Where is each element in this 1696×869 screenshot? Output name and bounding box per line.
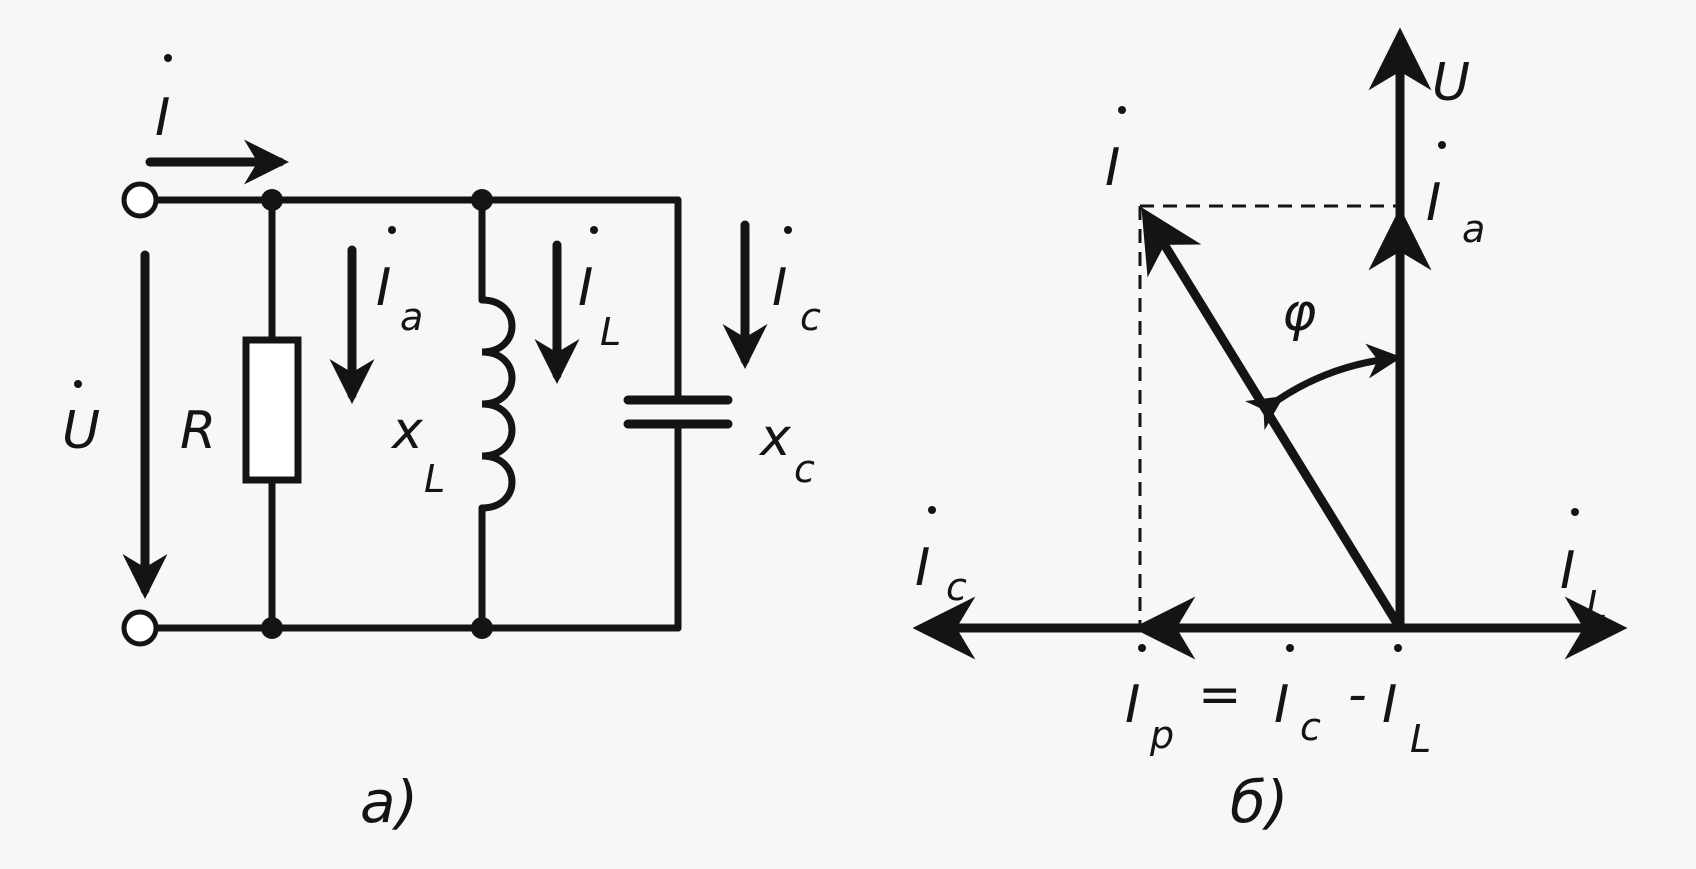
svg-text:L: L: [600, 310, 621, 354]
label-phasor-capacitor-current: I c: [915, 506, 967, 609]
label-total-current: I: [155, 54, 172, 148]
phasor-diagram: U I I a φ I c I L I p = I c: [912, 27, 1628, 836]
svg-text:c: c: [1300, 705, 1321, 749]
svg-text:I: I: [772, 258, 787, 318]
svg-text:I: I: [376, 258, 391, 318]
label-phasor-total-current: I: [1105, 106, 1126, 198]
label-resistor: R: [180, 401, 216, 461]
phasor-dot: [1138, 644, 1146, 652]
phasor-dot: [1118, 106, 1126, 114]
svg-text:a: a: [1462, 207, 1485, 251]
phasor-dot: [590, 226, 598, 234]
phasor-dot: [1394, 644, 1402, 652]
svg-text:a: a: [400, 295, 423, 339]
caption-b: б): [1230, 768, 1288, 836]
label-phasor-voltage: U: [1432, 53, 1470, 113]
phasor-dot: [1438, 141, 1446, 149]
svg-text:I: I: [155, 88, 170, 148]
svg-text:I: I: [1426, 173, 1441, 233]
svg-text:I: I: [1274, 675, 1289, 735]
svg-text:L: L: [424, 457, 445, 501]
svg-text:I: I: [1560, 541, 1575, 601]
svg-text:-: -: [1348, 665, 1367, 725]
phasor-dot: [164, 54, 172, 62]
label-phasor-inductor-current: I L: [1560, 508, 1607, 627]
svg-text:U: U: [62, 401, 100, 461]
svg-text:c: c: [794, 447, 815, 491]
inductor-coil: [478, 296, 516, 512]
svg-text:L: L: [1586, 583, 1607, 627]
phasor-dot: [928, 506, 936, 514]
phasor-dot: [1571, 508, 1579, 516]
phasor-dot: [1286, 644, 1294, 652]
svg-text:c: c: [800, 295, 821, 339]
svg-text:I: I: [1382, 675, 1397, 735]
svg-text:I: I: [1125, 675, 1140, 735]
input-terminal-bottom: [121, 609, 159, 647]
label-phase-angle: φ: [1282, 283, 1316, 343]
label-inductor-reactance: x L: [390, 401, 445, 501]
label-voltage: U: [62, 380, 100, 461]
svg-text:p: p: [1149, 713, 1174, 757]
resistor-symbol: [242, 336, 302, 484]
svg-text:x: x: [390, 401, 424, 461]
svg-text:I: I: [915, 538, 930, 598]
label-capacitor-reactance: x c: [758, 408, 815, 491]
label-phasor-active-current: I a: [1426, 141, 1485, 251]
caption-a: a): [360, 768, 418, 836]
svg-text:I: I: [578, 258, 593, 318]
svg-text:L: L: [1410, 717, 1431, 761]
total-current-phasor: [1141, 207, 1405, 633]
phasor-dot: [388, 226, 396, 234]
circuit-diagram: I U R I a I L I c x L x c a): [62, 54, 821, 836]
phasor-dot: [74, 380, 82, 388]
label-inductor-current: I L: [578, 226, 621, 354]
svg-text:I: I: [1105, 138, 1120, 198]
input-terminal-top: [121, 181, 159, 219]
label-capacitor-current: I c: [772, 226, 821, 339]
phasor-dot: [784, 226, 792, 234]
svg-text:=: =: [1198, 665, 1242, 725]
reactive-current-equation: I p = I c - I L: [1125, 644, 1431, 761]
phase-angle-arc: [1244, 343, 1402, 431]
label-active-current: I a: [376, 226, 423, 339]
svg-text:c: c: [946, 565, 967, 609]
svg-text:x: x: [758, 408, 792, 468]
